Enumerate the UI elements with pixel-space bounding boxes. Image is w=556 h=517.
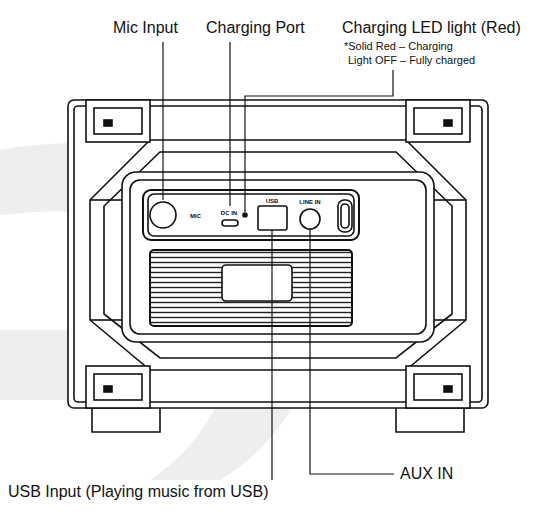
- callout-label: Charging LED light (Red): [342, 19, 521, 37]
- callout-label: Mic Input: [113, 19, 178, 37]
- leader-line: [310, 229, 394, 474]
- callout-label: Charging Port: [206, 19, 305, 37]
- leader-line: [229, 42, 230, 206]
- port-label: LINE IN: [299, 199, 320, 206]
- callout-label: USB Input (Playing music from USB): [8, 483, 269, 501]
- port-label: DC IN: [221, 210, 237, 217]
- callout-label: AUX IN: [400, 465, 453, 483]
- speaker-housing: [68, 100, 488, 432]
- leader-line: [245, 70, 393, 212]
- leader-line: [271, 230, 272, 480]
- port-label: USB: [266, 198, 279, 205]
- leader-line: [162, 42, 163, 200]
- note-text: *Solid Red – Charging: [344, 40, 453, 52]
- port-label: MIC: [190, 213, 201, 220]
- note-text: Light OFF – Fully charged: [348, 54, 475, 66]
- leader-lines: [163, 42, 394, 480]
